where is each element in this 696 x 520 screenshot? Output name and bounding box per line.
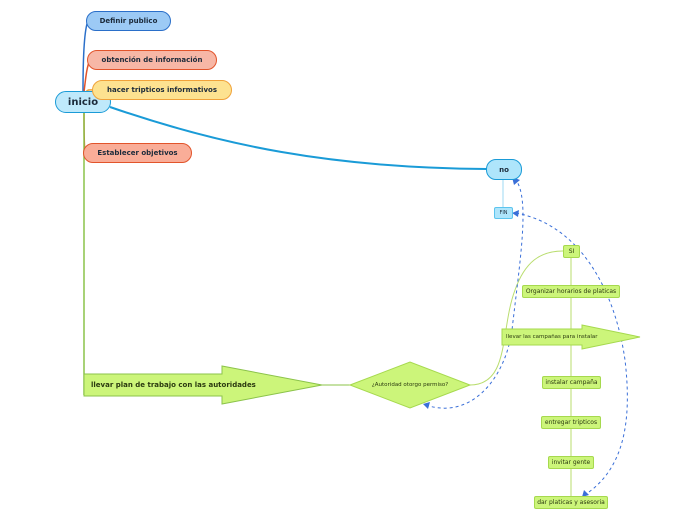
autoridad-permiso-label[interactable]: ¿Autoridad otorgo permiso? [371,382,449,388]
dar-platicas-node[interactable]: dar platicas y asesoria [534,496,608,509]
llevar-campanas-arrow [501,324,641,350]
arrowhead-decision [423,402,430,409]
establecer-objetivos-node[interactable]: Establecer objetivos [83,143,192,163]
definir-publico-node[interactable]: Definir publico [86,11,171,31]
connector-si [469,250,564,386]
obtencion-informacion-node[interactable]: obtención de información [87,50,217,70]
fin-node[interactable]: FIN [494,207,513,219]
arrowhead-dar-platicas [582,490,589,497]
no-node[interactable]: no [486,159,522,180]
llevar-plan-label[interactable]: llevar plan de trabajo con las autoridad… [91,381,256,389]
decision-diamond [348,361,472,409]
invitar-gente-node[interactable]: invitar gente [548,456,594,469]
organizar-horarios-node[interactable]: Organizar horarios de platicas [522,285,620,298]
dashed-link-decision-no [425,179,524,409]
si-node[interactable]: SI [563,245,580,258]
llevar-campanas-label[interactable]: llevar las campañas para instalar [506,334,598,340]
hacer-tripticos-node[interactable]: hacer tripticos informativos [92,80,232,100]
instalar-campana-node[interactable]: instalar campaña [542,376,601,389]
entregar-tripticos-node[interactable]: entregar tripticos [541,416,601,429]
connector-no [109,106,488,170]
arrowhead-fin [512,210,519,217]
llevar-plan-arrow [83,365,323,405]
